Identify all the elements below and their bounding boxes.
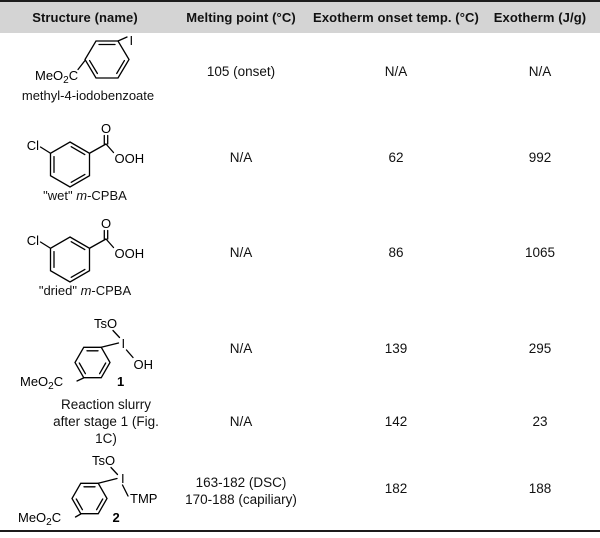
atom-carbonyl-oxygen: O xyxy=(101,121,111,136)
table-row: TsO I OH MeO2C 1 N/A 139 295 xyxy=(0,300,600,396)
table-header-row: Structure (name) Melting point (°C) Exot… xyxy=(0,2,600,33)
atom-iodine: I xyxy=(121,471,125,486)
melting-point-value: 163-182 (DSC) 170-188 (capiliary) xyxy=(170,446,312,530)
melting-point-value: N/A xyxy=(229,414,253,429)
structure-cell: TsO I OH MeO2C 1 xyxy=(0,300,170,396)
benzene-ring xyxy=(77,36,130,79)
table-bottom-border xyxy=(0,530,600,532)
exotherm-onset-value: 182 xyxy=(384,480,408,496)
table-row: Cl O OOH "dried" m-CPBA N/A 86 1065 xyxy=(0,205,600,300)
melting-point-value: N/A xyxy=(229,245,253,260)
atom-ester-group: MeO2C xyxy=(18,510,61,528)
structure-label-line2: after stage 1 (Fig. 1C) xyxy=(53,414,159,446)
col-header-exotherm-onset: Exotherm onset temp. (°C) xyxy=(313,10,479,25)
atom-peroxy-group: OOH xyxy=(115,246,145,261)
col-header-structure: Structure (name) xyxy=(32,10,138,25)
atom-peroxy-group: OOH xyxy=(115,151,145,166)
table-row: TsO I TMP MeO2C 2 163-182 (DSC) 170-188 … xyxy=(0,446,600,530)
atom-tmp-group: TMP xyxy=(130,491,157,506)
melting-point-value: N/A xyxy=(229,340,253,356)
compound-number-2: 2 xyxy=(113,510,120,525)
structure-cell: Reaction slurry after stage 1 (Fig. 1C) xyxy=(0,396,170,447)
atom-tosylate-group: TsO xyxy=(94,316,117,331)
atom-ester-group: MeO2C xyxy=(35,68,78,86)
melting-point-value: 105 (onset) xyxy=(206,64,276,79)
atom-iodine: I xyxy=(122,336,126,351)
table-row: Reaction slurry after stage 1 (Fig. 1C) … xyxy=(0,396,600,446)
compound-number-1: 1 xyxy=(117,374,124,389)
structure-label: "dried" m-CPBA xyxy=(38,283,132,298)
structure-cell: TsO I TMP MeO2C 2 xyxy=(0,446,170,530)
atom-iodine: I xyxy=(130,33,134,48)
atom-carbonyl-oxygen: O xyxy=(101,216,111,231)
structure-cell: Cl O OOH "dried" m-CPBA xyxy=(0,205,170,300)
exotherm-onset-value: 139 xyxy=(384,340,408,356)
structure-methyl-4-iodobenzoate: I MeO2C xyxy=(35,33,134,86)
table-row: Cl O OOH "wet" m-CPBA N/A 62 992 xyxy=(0,110,600,205)
exotherm-value: 23 xyxy=(532,414,548,429)
exotherm-value: 188 xyxy=(528,480,552,496)
structure-mcpba-wet: Cl O OOH xyxy=(27,121,145,188)
structure-label: methyl-4-iodobenzoate xyxy=(21,88,155,103)
melting-point-line1: 163-182 (DSC) xyxy=(195,475,287,490)
benzene-ring xyxy=(71,466,129,518)
exotherm-value: 295 xyxy=(528,340,552,356)
structure-compound-1: TsO I OH MeO2C 1 xyxy=(20,316,154,392)
structure-compound-2: TsO I TMP MeO2C 2 xyxy=(18,453,157,528)
exotherm-onset-value: 142 xyxy=(384,414,408,429)
col-header-melting-point: Melting point (°C) xyxy=(186,10,296,25)
atom-chlorine: Cl xyxy=(27,138,39,153)
exotherm-onset-value: 86 xyxy=(388,245,404,260)
col-header-exotherm: Exotherm (J/g) xyxy=(493,10,587,25)
table-row: I MeO2C methyl-4-iodobenzoate 105 (onset… xyxy=(0,33,600,110)
table-top-border xyxy=(0,0,600,2)
exotherm-onset-value: 62 xyxy=(388,150,404,165)
exotherm-value: 1065 xyxy=(524,245,556,260)
atom-hydroxyl-group: OH xyxy=(134,357,154,372)
exotherm-value: N/A xyxy=(528,64,552,79)
atom-chlorine: Cl xyxy=(27,233,39,248)
atom-tosylate-group: TsO xyxy=(92,453,115,468)
benzene-ring xyxy=(39,134,115,188)
exotherm-onset-value: N/A xyxy=(384,64,408,79)
benzene-ring xyxy=(39,229,115,283)
structure-label: "wet" m-CPBA xyxy=(43,188,127,203)
structure-cell: I MeO2C methyl-4-iodobenzoate xyxy=(0,33,170,110)
structure-mcpba-dried: Cl O OOH xyxy=(27,216,145,283)
atom-ester-group: MeO2C xyxy=(20,374,63,392)
structure-label-line1: Reaction slurry xyxy=(60,397,152,412)
exotherm-value: 992 xyxy=(528,150,552,165)
melting-point-line2: 170-188 (capiliary) xyxy=(185,492,297,507)
benzene-ring xyxy=(74,329,134,382)
structure-cell: Cl O OOH "wet" m-CPBA xyxy=(0,110,170,205)
melting-point-value: N/A xyxy=(229,150,253,165)
